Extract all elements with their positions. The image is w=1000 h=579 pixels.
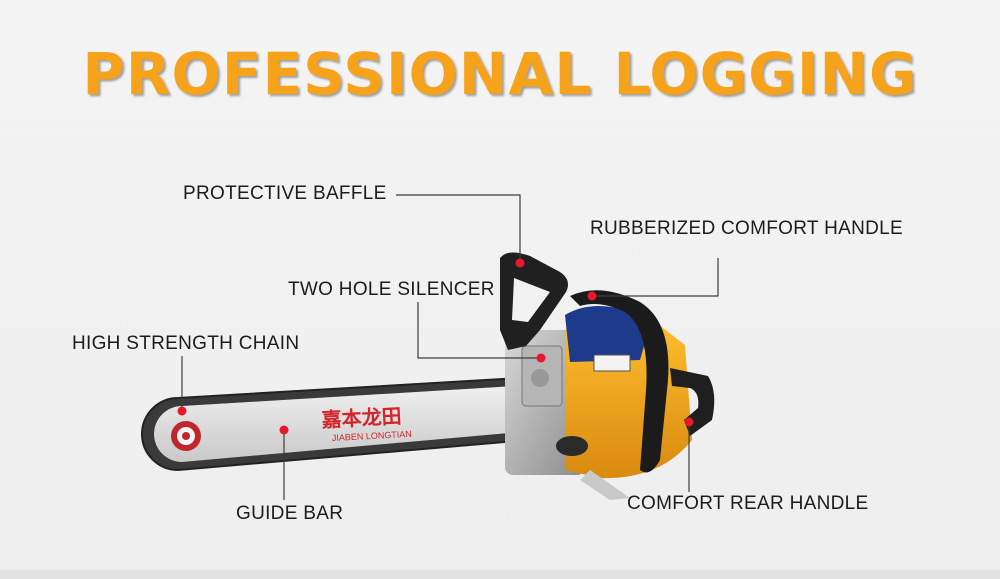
page-title: PROFESSIONAL LOGGING — [82, 40, 918, 108]
marker-high-strength-chain — [177, 406, 187, 416]
rear-handle — [670, 368, 715, 436]
label-high-strength-chain: HIGH STRENGTH CHAIN — [72, 333, 300, 354]
protective-baffle — [500, 252, 568, 350]
leader-protective-baffle — [396, 194, 521, 262]
label-protective-baffle: PROTECTIVE BAFFLE — [183, 183, 387, 204]
top-handle — [570, 290, 669, 473]
marker-guide-bar — [279, 425, 289, 435]
leader-rubberized-handle — [592, 258, 719, 297]
marker-protective-baffle — [515, 258, 525, 268]
label-rubberized-comfort-handle: RUBBERIZED COMFORT HANDLE — [590, 218, 903, 239]
bar-brand-chinese: 嘉本龙田 — [320, 404, 402, 432]
label-guide-bar: GUIDE BAR — [236, 503, 344, 524]
leader-lines — [181, 194, 719, 500]
marker-two-hole-silencer — [536, 353, 546, 363]
label-comfort-rear-handle: COMFORT REAR HANDLE — [627, 493, 869, 514]
guide-bar — [154, 386, 521, 462]
bar-brand-latin: JIABEN LONGTIAN — [332, 429, 412, 443]
marker-rubberized-handle — [587, 291, 597, 301]
markers — [177, 258, 694, 435]
marker-comfort-rear-handle — [684, 417, 694, 427]
nose-sprocket-icon — [171, 421, 201, 451]
leader-two-hole-silencer — [417, 302, 540, 359]
bottom-divider — [0, 570, 1000, 579]
label-two-hole-silencer: TWO HOLE SILENCER — [288, 279, 495, 300]
